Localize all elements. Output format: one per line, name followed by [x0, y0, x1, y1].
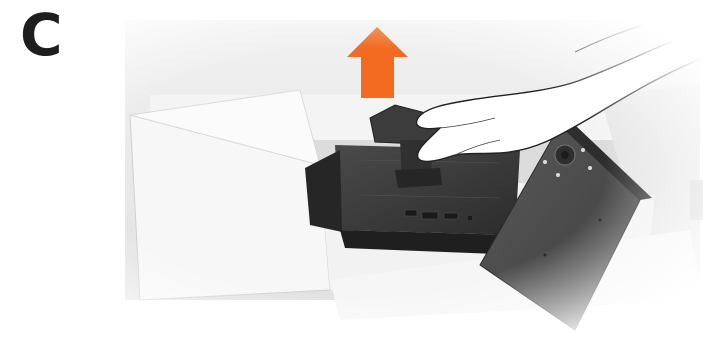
step-label: C: [20, 4, 63, 66]
